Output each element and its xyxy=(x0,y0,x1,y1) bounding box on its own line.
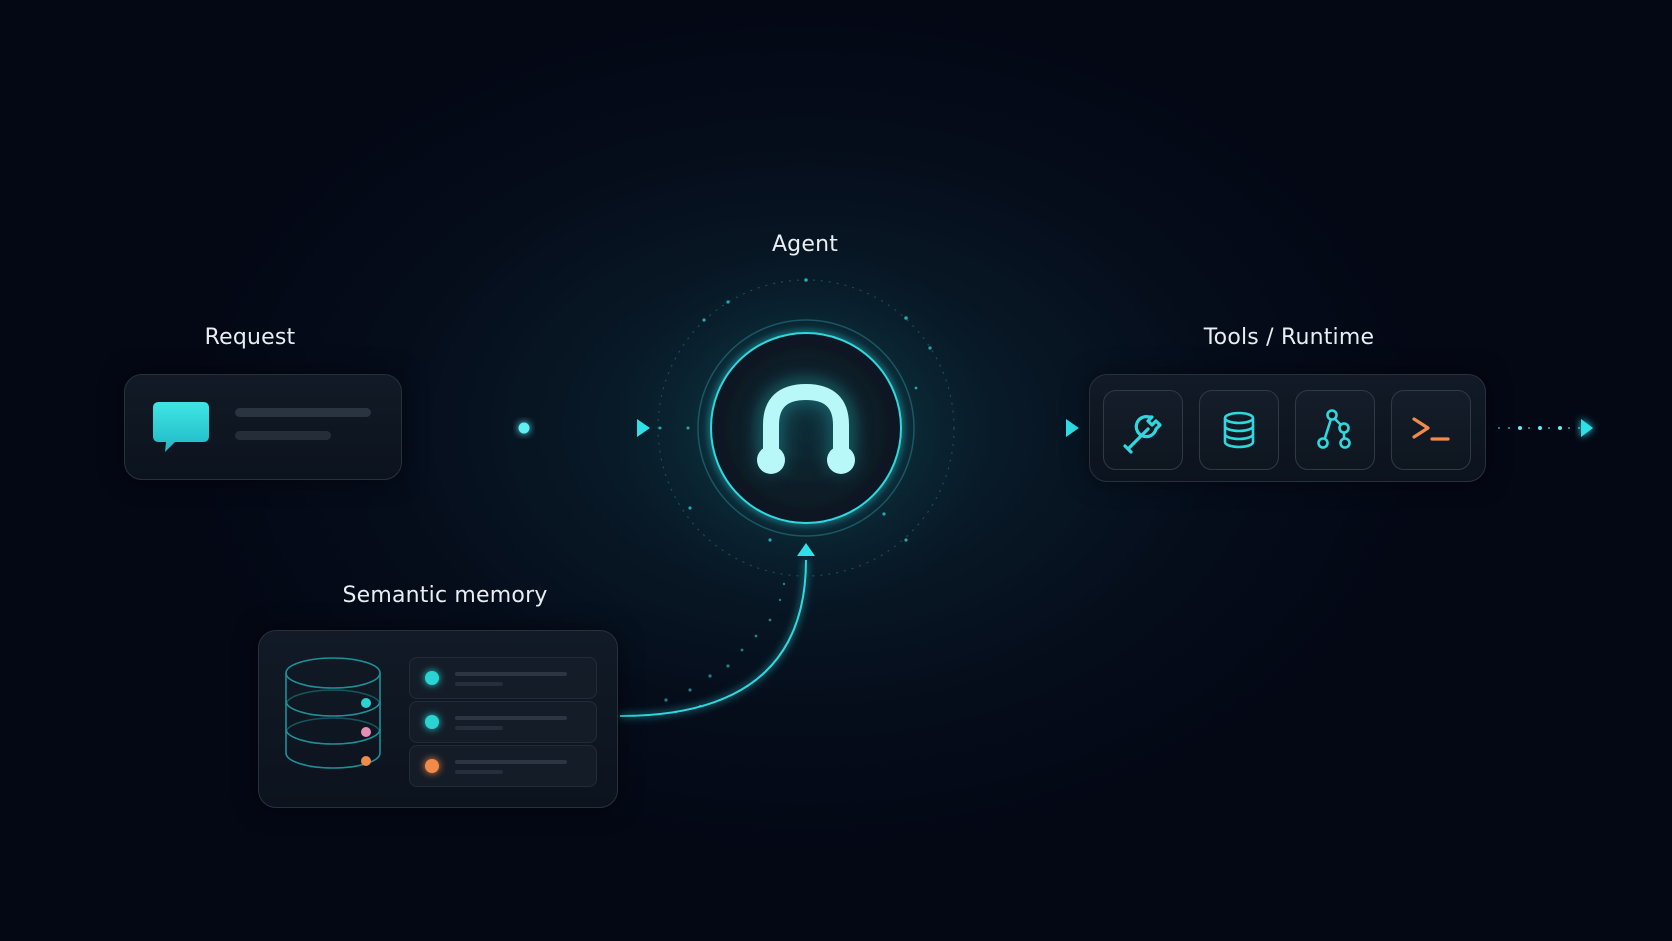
terminal-icon xyxy=(1412,417,1450,441)
memory-item-line xyxy=(455,726,503,730)
memory-dot-cyan xyxy=(361,698,371,708)
agent-ring-middle xyxy=(697,319,915,537)
tools-card xyxy=(1089,374,1486,482)
memory-dot-orange xyxy=(361,756,371,766)
request-text-line xyxy=(235,431,331,440)
agent-to-tools-arrow xyxy=(922,419,1079,437)
agent-label: Agent xyxy=(771,232,839,257)
memory-item-line xyxy=(455,770,503,774)
database-stack-icon xyxy=(285,657,381,769)
tool-branch[interactable] xyxy=(1295,390,1375,470)
memory-item-line xyxy=(455,672,567,676)
chat-bubble-icon xyxy=(153,402,209,452)
memory-to-agent-arrow xyxy=(619,543,815,717)
memory-item[interactable] xyxy=(409,657,597,699)
request-label: Request xyxy=(204,325,296,350)
tool-wrench[interactable] xyxy=(1103,390,1183,470)
agent-ring-inner xyxy=(710,332,902,524)
memory-dot-pink xyxy=(361,727,371,737)
tool-terminal[interactable] xyxy=(1391,390,1471,470)
memory-item-line xyxy=(455,682,503,686)
memory-item-line xyxy=(455,716,567,720)
database-icon xyxy=(1223,411,1255,449)
branch-icon xyxy=(1317,409,1351,449)
memory-item-dot xyxy=(425,715,439,729)
memory-item[interactable] xyxy=(409,745,597,787)
tools-output-arrow xyxy=(1498,419,1593,437)
tool-database[interactable] xyxy=(1199,390,1279,470)
request-text-line xyxy=(235,408,371,417)
memory-item-line xyxy=(455,760,567,764)
request-card[interactable] xyxy=(124,374,402,480)
request-to-agent-arrow xyxy=(402,419,650,437)
memory-label: Semantic memory xyxy=(342,583,548,608)
memory-item[interactable] xyxy=(409,701,597,743)
wrench-icon xyxy=(1123,415,1162,454)
agent-orbit-dots xyxy=(658,278,932,542)
memory-item-dot xyxy=(425,759,439,773)
tools-label: Tools / Runtime xyxy=(1203,325,1375,350)
memory-item-dot xyxy=(425,671,439,685)
memory-card xyxy=(258,630,618,808)
agent-arch-icon xyxy=(757,379,855,474)
